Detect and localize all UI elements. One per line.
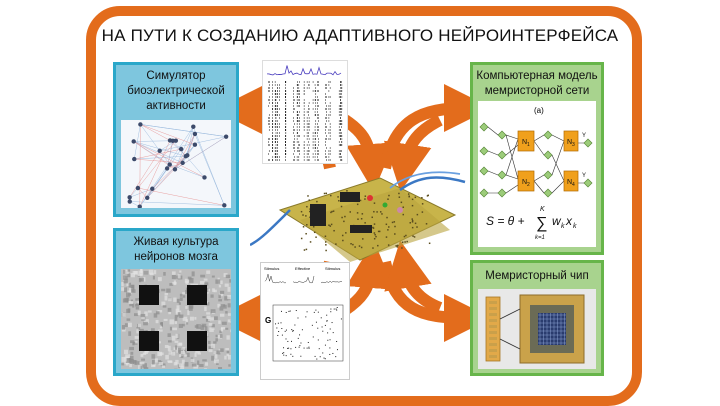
input-diamond xyxy=(480,123,488,131)
label-a: (a) xyxy=(534,106,544,115)
formula-lhs: S = θ + xyxy=(486,214,525,228)
formula-sum-top: K xyxy=(540,206,545,213)
culture-title-line2: нейронов мозга xyxy=(116,250,236,265)
network-diagram: (a) xyxy=(478,101,596,247)
output-diamond xyxy=(584,179,592,187)
simulator-title-line1: Симулятор xyxy=(116,69,236,84)
arrow-top-left-down xyxy=(345,120,372,168)
weight-diamond xyxy=(498,189,506,197)
weight-diamond xyxy=(544,189,552,197)
node-n4-sub: 4 xyxy=(572,182,575,188)
formula-x-sub: k xyxy=(573,223,577,230)
weight-diamond xyxy=(544,171,552,179)
svg-text:∑: ∑ xyxy=(536,215,547,232)
input-diamond xyxy=(480,167,488,175)
weight-diamond xyxy=(544,131,552,139)
model-title-line2: мемристорной сети xyxy=(473,84,601,99)
spike-raster-top xyxy=(262,60,348,164)
raster-panel-label: G xyxy=(265,316,271,325)
panel-chip: Мемристорный чип xyxy=(470,260,604,376)
output-y1: Y xyxy=(582,133,586,139)
output-y2: Y xyxy=(582,173,586,179)
neuron-network-image xyxy=(121,120,231,208)
arrow-top-right xyxy=(385,108,468,168)
formula-x: x xyxy=(565,214,573,228)
chip-photo xyxy=(478,289,596,369)
formula-term-sub: k xyxy=(561,223,565,230)
weight-diamond xyxy=(498,171,506,179)
circuit-board-photo xyxy=(250,170,470,270)
node-n1-sub: 1 xyxy=(527,142,530,148)
output-diamond xyxy=(584,139,592,147)
arrow-bottom-right xyxy=(385,262,468,318)
simulator-title-line3: активности xyxy=(116,99,236,114)
panel-model: Компьютерная модель мемристорной сети (a… xyxy=(470,62,604,255)
model-title-line1: Компьютерная модель xyxy=(473,69,601,84)
input-diamond xyxy=(480,147,488,155)
culture-micrograph xyxy=(121,269,231,369)
weight-diamond xyxy=(498,151,506,159)
weight-diamond xyxy=(544,151,552,159)
weight-diamond xyxy=(498,131,506,139)
simulator-title-line2: биоэлектрической xyxy=(116,84,236,99)
panel-simulator: Симулятор биоэлектрической активности xyxy=(113,62,239,217)
spike-raster-bottom: Stimulus Effective Stimulus G xyxy=(260,262,350,380)
formula-sum-bottom: k=1 xyxy=(535,235,545,241)
panel-culture: Живая культура нейронов мозга xyxy=(113,228,239,376)
input-diamond xyxy=(480,189,488,197)
node-n2-sub: 2 xyxy=(527,182,530,188)
chip-title: Мемристорный чип xyxy=(473,269,601,284)
node-n3-sub: 3 xyxy=(572,142,575,148)
culture-title-line1: Живая культура xyxy=(116,235,236,250)
